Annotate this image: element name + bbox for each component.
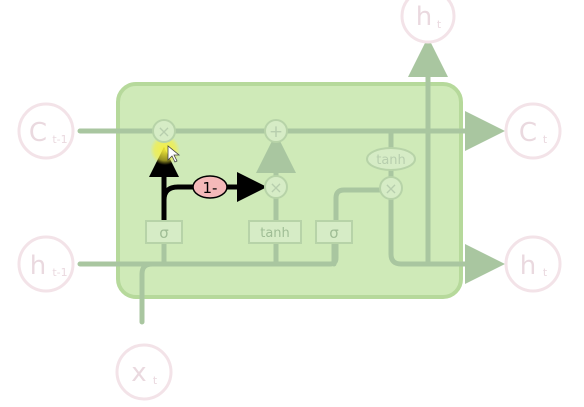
svg-text:1-: 1- <box>203 179 218 197</box>
svg-text:t-1: t-1 <box>52 266 67 279</box>
svg-text:σ: σ <box>329 224 339 242</box>
h-next-node: h t <box>504 235 562 293</box>
svg-text:h: h <box>416 2 432 32</box>
highlight-one-minus-path <box>161 172 267 202</box>
svg-text:σ: σ <box>159 224 169 242</box>
h-top-node: h t <box>400 0 456 44</box>
mult-input-op: × <box>264 175 288 199</box>
sigma-output-gate: σ <box>315 220 353 244</box>
h-prev-node: h t-1 <box>17 235 75 293</box>
svg-text:t: t <box>153 374 158 387</box>
one-minus-op: 1- <box>192 175 228 199</box>
sigma-forget-gate: σ <box>145 220 183 244</box>
svg-text:C: C <box>519 118 537 148</box>
c-next-node: C t <box>504 102 562 160</box>
svg-text:C: C <box>29 118 47 148</box>
svg-text:t: t <box>543 266 548 279</box>
svg-text:t: t <box>543 133 548 146</box>
svg-text:×: × <box>384 179 397 198</box>
svg-text:tanh: tanh <box>376 153 406 168</box>
x-input-node: x t <box>115 343 173 401</box>
svg-text:×: × <box>269 178 282 197</box>
tanh-candidate-layer: tanh <box>248 220 302 244</box>
mult-forget-op: × <box>152 119 176 143</box>
svg-text:t: t <box>437 18 442 31</box>
mult-to-hout <box>388 195 505 284</box>
svg-text:t-1: t-1 <box>52 133 67 146</box>
svg-text:h: h <box>30 251 46 281</box>
cursor-pointer-icon <box>167 145 181 163</box>
mult-output-op: × <box>379 176 403 200</box>
svg-text:×: × <box>157 122 170 141</box>
svg-text:h: h <box>520 251 536 281</box>
svg-text:tanh: tanh <box>260 226 290 241</box>
x-input-line <box>139 261 155 325</box>
svg-text:+: + <box>269 122 283 142</box>
tanh-output-op: tanh <box>366 147 416 171</box>
c-prev-node: C t-1 <box>17 102 75 160</box>
svg-text:x: x <box>131 358 146 388</box>
lstm-cell-box <box>116 82 463 299</box>
add-op: + <box>264 119 288 143</box>
